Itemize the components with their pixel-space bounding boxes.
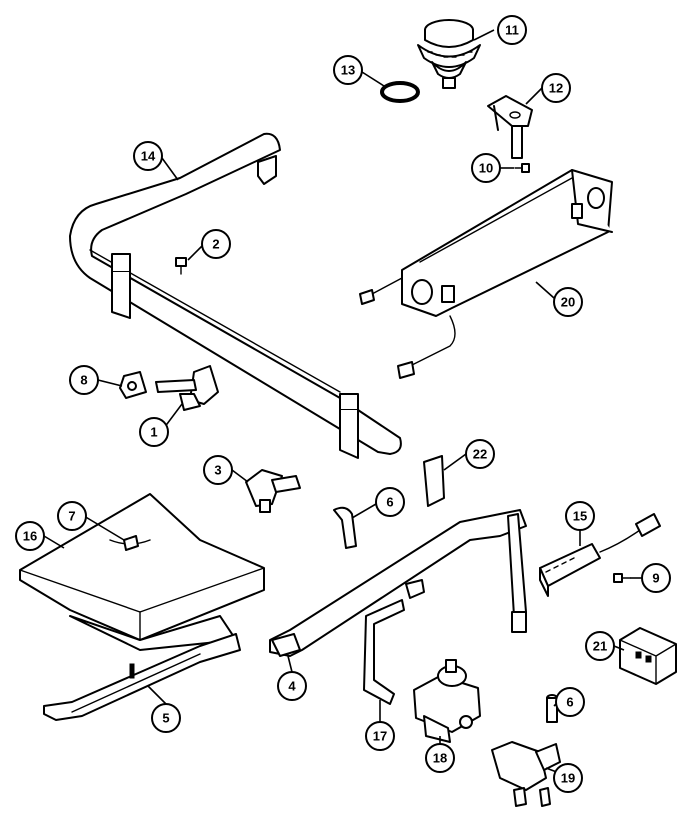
callout-label: 6	[386, 495, 393, 510]
screw-part-2	[175, 257, 187, 275]
callout-label: 16	[23, 529, 37, 544]
safety-valve-part	[413, 659, 481, 743]
callout-label: 15	[573, 509, 587, 524]
callout-13: 15	[565, 501, 595, 531]
valve-part-7	[491, 741, 561, 807]
callout-19: 18	[425, 743, 455, 773]
callout-label: 6	[566, 695, 573, 710]
callout-9: 8	[69, 365, 99, 395]
callout-2: 2	[201, 229, 231, 259]
callout-12: 10	[471, 153, 501, 183]
callout-label: 4	[288, 679, 296, 694]
callout-label: 22	[473, 447, 487, 462]
callout-1: 1	[139, 417, 169, 447]
callout-21: 20	[553, 287, 583, 317]
screw-part-8	[123, 535, 139, 551]
callout-20: 21	[585, 631, 615, 661]
oven-burner-part	[43, 633, 241, 721]
callout-17: 17	[365, 721, 395, 751]
rear-burner-bracket-part	[359, 169, 613, 379]
callout-label: 18	[433, 751, 447, 766]
regulator-bracket-part	[487, 95, 533, 159]
callout-label: 2	[212, 237, 219, 252]
callout-7: 19	[553, 763, 583, 793]
callout-label: 9	[652, 571, 659, 586]
callout-4: 4	[277, 671, 307, 701]
callout-label: 1	[150, 425, 157, 440]
callout-16: 14	[133, 141, 163, 171]
tube-part-6-upper	[333, 506, 357, 549]
callout-label: 7	[68, 509, 75, 524]
callout-label: 11	[505, 23, 519, 38]
screw-part-12	[514, 163, 530, 173]
callout-label: 20	[561, 295, 575, 310]
gas-tube-part	[363, 579, 425, 705]
oven-valve-part	[245, 469, 301, 513]
callout-label: 19	[561, 771, 575, 786]
callout-8: 7	[57, 501, 87, 531]
callout-label: 14	[141, 149, 156, 164]
callout-15: 13	[333, 55, 363, 85]
ignition-module-part	[619, 627, 677, 685]
callout-22: 22	[465, 439, 495, 469]
callout-label: 21	[593, 639, 607, 654]
broil-burner-tube-part	[269, 509, 527, 657]
o-ring-part	[380, 81, 420, 103]
clip-part	[119, 371, 147, 399]
callout-6-lower: 6	[555, 687, 585, 717]
callout-label: 13	[341, 63, 355, 78]
callout-10: 9	[641, 563, 671, 593]
callout-14: 12	[541, 73, 571, 103]
callout-label: 3	[214, 463, 221, 478]
callout-6-upper: 6	[375, 487, 405, 517]
igniter-part	[539, 513, 661, 597]
manifold-pipe-part	[69, 132, 402, 459]
pressure-regulator-part	[417, 19, 481, 89]
callout-label: 8	[80, 373, 87, 388]
leader-lines	[43, 29, 642, 775]
callout-label: 10	[479, 161, 493, 176]
callout-3: 3	[203, 455, 233, 485]
screw-part-10	[613, 573, 631, 583]
callout-11: 11	[497, 15, 527, 45]
callout-label: 17	[373, 729, 387, 744]
callout-label: 12	[549, 81, 563, 96]
burner-valve-part	[155, 365, 219, 411]
oven-burner-baffle-part	[19, 493, 265, 651]
callout-label: 5	[162, 711, 169, 726]
callout-5: 5	[151, 703, 181, 733]
small-bracket-part	[423, 455, 445, 507]
callout-18: 16	[15, 521, 45, 551]
